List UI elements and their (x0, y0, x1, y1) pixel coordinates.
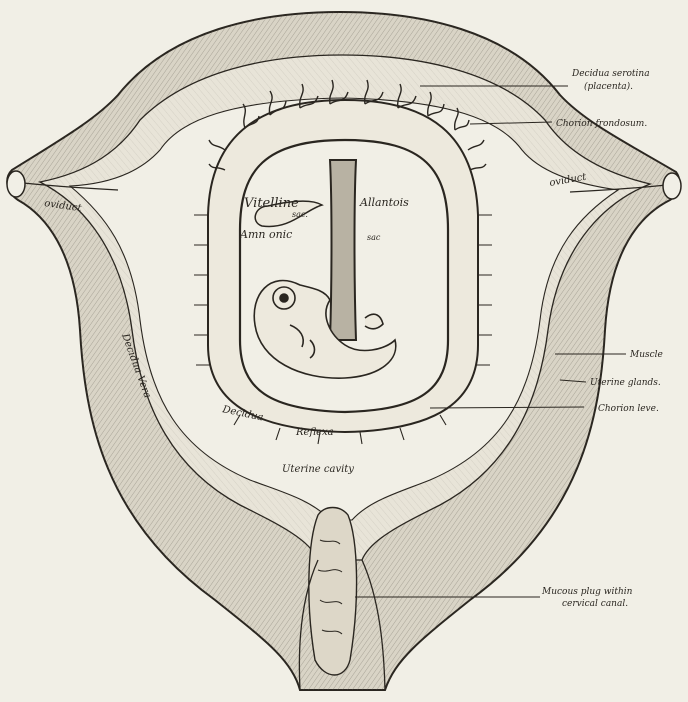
label-chorion-frondosum: Chorion frondosum. (556, 119, 647, 129)
label-mucous-plug-1: Mucous plug within (541, 587, 633, 597)
label-placenta: (placenta). (584, 81, 633, 92)
mucous-plug (309, 508, 357, 676)
label-amnionic-sac: sac (367, 233, 381, 242)
label-mucous-plug-2: cervical canal. (562, 599, 628, 609)
label-uterine-cavity: Uterine cavity (282, 464, 354, 475)
label-amnionic: Amn onic (239, 228, 292, 241)
label-vitelline: Vitelline (244, 196, 299, 211)
label-vitelline-sac: sac. (292, 210, 308, 219)
label-uterine-glands: Uterine glands. (590, 378, 661, 388)
label-muscle: Muscle (629, 350, 663, 360)
label-chorion-leve: Chorion leve. (598, 404, 659, 414)
label-allantois: Allantois (359, 196, 409, 209)
oviduct-right-opening (663, 173, 681, 199)
label-decidua-reflexa-2: Reflexa (295, 427, 334, 438)
label-decidua-serotina: Decidua serotina (571, 69, 650, 79)
allantois-stalk (330, 160, 356, 340)
oviduct-left-opening (7, 171, 25, 197)
